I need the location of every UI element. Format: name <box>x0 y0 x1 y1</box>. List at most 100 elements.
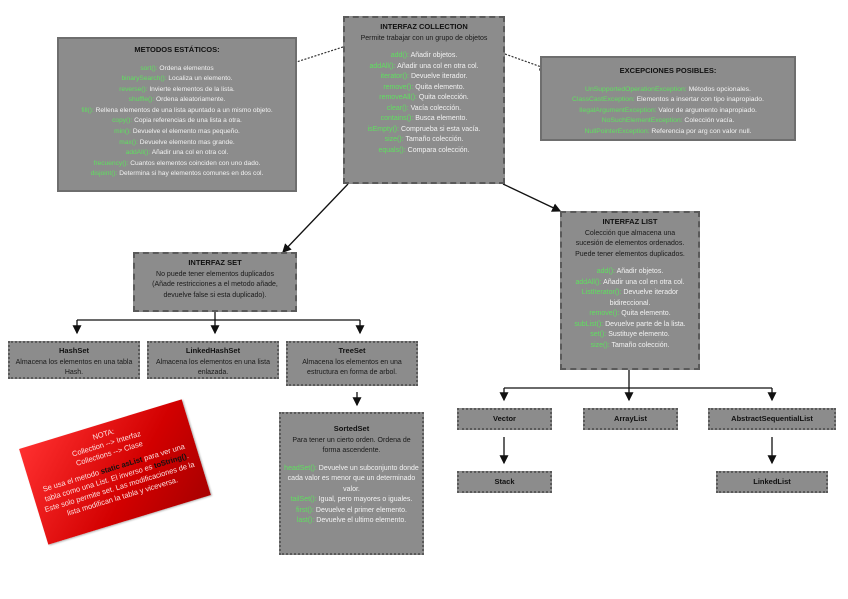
exceptions-list: UnSupportedOperationException: Métodos o… <box>545 85 791 138</box>
method-desc: Sustituye elemento. <box>606 331 670 338</box>
method-item: UnSupportedOperationException: Métodos o… <box>545 85 791 96</box>
list-description-2: sucesión de elementos ordenados. <box>575 240 685 247</box>
set-description-1: No puede tener elementos duplicados <box>156 270 274 278</box>
method-name: reverse(): <box>119 85 148 93</box>
treeset-box: TreeSet Almacena los elementos en una es… <box>286 341 418 386</box>
method-desc: Quita elemento. <box>619 310 671 317</box>
method-name: remove(): <box>589 310 620 317</box>
method-name: ListIterator(): <box>581 289 622 296</box>
arrow-collection-to-exceptions <box>504 53 549 71</box>
method-name: IlegalArgumentException: <box>579 106 657 114</box>
set-interface-box: INTERFAZ SET No puede tener elementos du… <box>133 252 297 312</box>
list-methods-list: add(): Añadir objetos.addAll(): Añadir u… <box>565 267 695 351</box>
linkedlist-box: LinkedList <box>716 471 828 493</box>
collection-methods-list: add(): Añadir objetos.addAll(): Añadir u… <box>348 51 500 156</box>
method-name: first(): <box>296 506 314 514</box>
static-methods-box: METODOS ESTÁTICOS: sort(): Ordena elemen… <box>57 37 297 192</box>
method-name: last(): <box>296 517 315 524</box>
method-desc: Vacía colección. <box>408 104 462 112</box>
method-desc: Devuelve iterador bidireccional. <box>609 289 679 307</box>
method-item: isEmpty(): Comprueba si esta vacía. <box>348 125 500 136</box>
method-desc: Añadir objetos. <box>409 52 458 59</box>
method-desc: Cuantos elementos coinciden con uno dado… <box>128 159 261 167</box>
method-name: addAll(): <box>575 278 602 286</box>
method-desc: Colección vacía. <box>682 117 735 125</box>
method-item: max(): Devuelve elemento mas grande. <box>62 138 292 149</box>
method-desc: Métodos opcionales. <box>686 85 751 93</box>
method-item: clear(): Vacía colección. <box>348 104 500 115</box>
stack-box: Stack <box>457 471 552 493</box>
method-desc: Añadir una col en otra col. <box>150 149 229 157</box>
linkedlist-label: LinkedList <box>753 476 791 486</box>
method-name: set(): <box>590 331 607 338</box>
vector-label: Vector <box>493 413 516 423</box>
method-item: headSet(): Devuelve un subconjunto donde… <box>284 464 419 496</box>
method-desc: Quita colección. <box>416 94 469 101</box>
treeset-title: TreeSet <box>338 346 366 355</box>
method-name: size(): <box>384 136 404 143</box>
method-name: clear(): <box>386 104 409 112</box>
method-desc: Ordena aleatoriamente. <box>154 96 226 104</box>
method-desc: Devuelve el primer elemento. <box>313 506 407 514</box>
method-item: reverse(): Invierte elementos de la list… <box>62 85 292 96</box>
set-description-3: devuelve false si esta duplicado). <box>163 291 267 299</box>
method-name: frecuency(): <box>93 159 129 167</box>
method-name: copy(): <box>112 117 133 125</box>
method-name: addAll(): <box>369 62 396 70</box>
method-item: binarySearch(): Localiza un elemento. <box>62 74 292 85</box>
method-name: binarySearch(): <box>121 75 167 83</box>
method-item: min(): Devuelve el elemento mas pequeño. <box>62 127 292 138</box>
method-item: ListIterator(): Devuelve iterador bidire… <box>565 288 695 309</box>
method-desc: Compara colección. <box>405 146 470 154</box>
method-item: add(): Añadir objetos. <box>565 267 695 278</box>
method-item: sort(): Ordena elementos <box>62 64 292 75</box>
method-desc: Valor de argumento inapropiado. <box>656 106 757 114</box>
method-name: iterator(): <box>380 73 410 80</box>
method-desc: Rellena elementos de una lista apuntado … <box>93 106 273 114</box>
method-item: set(): Sustituye elemento. <box>565 330 695 341</box>
list-description-1: Colección que almacena una <box>584 229 676 237</box>
treeset-desc: Almacena los elementos en una estructura… <box>302 358 402 377</box>
set-description-2: (Añade restricciones a el metodo añade, <box>152 281 278 288</box>
method-item: IlegalArgumentException: Valor de argume… <box>545 106 791 117</box>
vector-box: Vector <box>457 408 552 430</box>
linkedhashset-box: LinkedHashSet Almacena los elementos en … <box>147 341 279 379</box>
linkedhashset-desc: Almacena los elementos en una lista enla… <box>155 358 270 377</box>
method-desc: Quita elemento. <box>413 83 465 91</box>
list-interface-box: INTERFAZ LIST Colección que almacena una… <box>560 211 700 370</box>
method-desc: Añadir una col en otra col. <box>395 62 479 70</box>
method-item: add(): Añadir objetos. <box>348 51 500 62</box>
arraylist-box: ArrayList <box>583 408 678 430</box>
method-item: subList(): Devuelve parte de la lista. <box>565 320 695 331</box>
method-item: size(): Tamaño colección. <box>565 341 695 352</box>
method-desc: Elementos a insertar con tipo inapropiad… <box>634 96 764 104</box>
method-name: add(): <box>390 52 410 59</box>
linkedhashset-title: LinkedHashSet <box>185 346 241 355</box>
method-name: UnSupportedOperationException: <box>585 85 687 93</box>
method-name: add(): <box>596 268 616 275</box>
method-desc: Igual, pero mayores o iguales. <box>316 496 413 503</box>
method-desc: Copia referencias de una lista a otra. <box>132 117 242 125</box>
method-name: equals(): <box>378 146 406 154</box>
method-name: ClassCastException: <box>572 96 635 104</box>
exceptions-box: EXCEPCIONES POSIBLES: UnSupportedOperati… <box>540 56 796 141</box>
hashset-box: HashSet Almacena los elementos en una ta… <box>8 341 140 379</box>
method-name: disjoint(): <box>90 170 118 178</box>
method-item: first(): Devuelve el primer elemento. <box>284 506 419 517</box>
method-name: size(): <box>590 341 610 349</box>
list-title: INTERFAZ LIST <box>602 217 658 226</box>
method-desc: Devuelve un subconjunto donde cada valor… <box>287 464 419 493</box>
method-desc: Añadir objetos. <box>615 268 664 275</box>
method-desc: Añadir una col en otra col. <box>601 278 685 286</box>
method-item: addAll(): Añadir una col en otra col. <box>565 278 695 289</box>
arrow-collection-to-list <box>502 183 562 212</box>
method-item: last(): Devuelve el ultimo elemento. <box>284 516 419 527</box>
method-desc: Devuelve iterador. <box>409 73 468 80</box>
method-item: NoSuchElementException: Colección vacía. <box>545 116 791 127</box>
sortedset-description: Para tener un cierto orden. Ordena de fo… <box>292 436 411 455</box>
method-desc: Devuelve el elemento mas pequeño. <box>130 128 240 136</box>
method-name: removeAll(): <box>379 94 417 101</box>
method-item: shuffle(): Ordena aleatoriamente. <box>62 95 292 106</box>
method-desc: Devuelve parte de la lista. <box>603 320 686 328</box>
